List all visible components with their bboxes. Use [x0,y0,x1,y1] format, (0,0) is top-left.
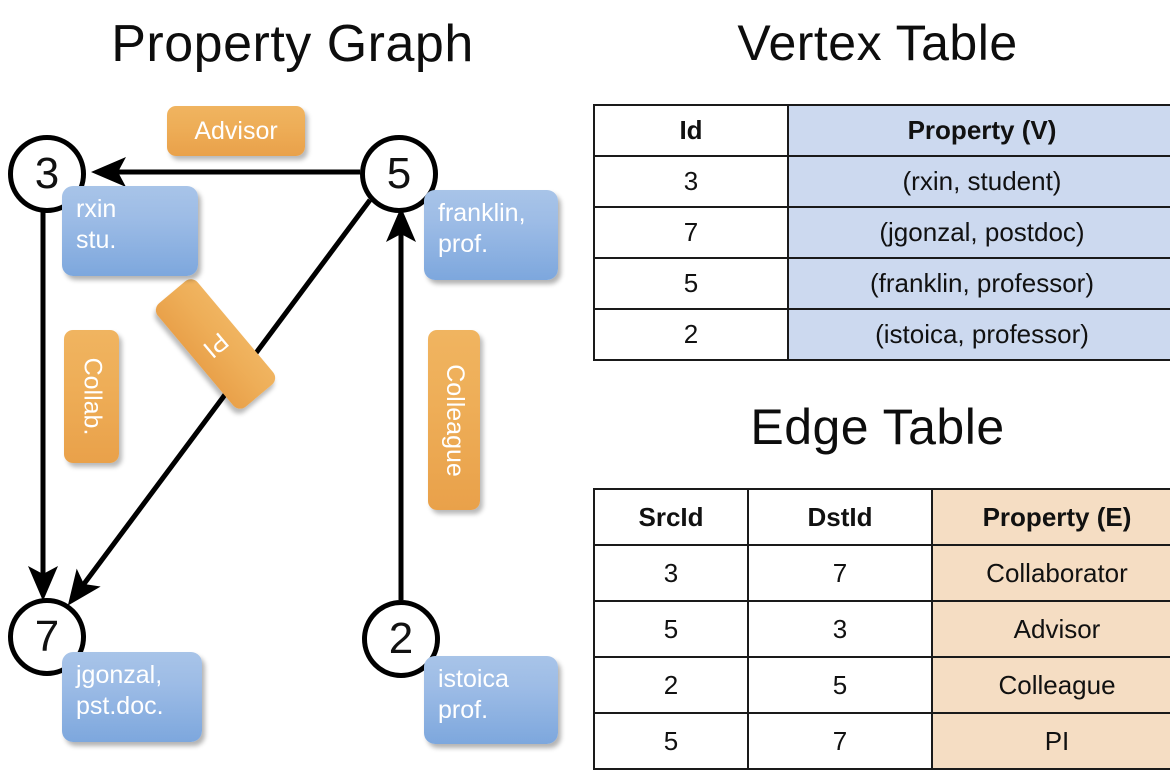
table-row: 2 5 Colleague [593,656,1170,714]
edge-cell-property: Colleague [931,656,1170,714]
vertex-cell-id: 7 [593,206,789,259]
property-graph-title: Property Graph [111,15,474,73]
table-row: 5 (franklin, professor) [593,257,1170,310]
edge-cell-srcid: 5 [593,712,749,770]
edge-label-advisor[interactable]: Advisor [167,106,305,156]
vertex-property-2-line2: prof. [438,696,489,725]
vertex-cell-property: (franklin, professor) [787,257,1170,310]
edge-table-header-srcid: SrcId [593,488,749,546]
graph-vertex-7-label: 7 [34,612,60,661]
vertex-property-5-line2: prof. [438,230,489,259]
edge-cell-property: Advisor [931,600,1170,658]
edge-cell-dstid: 7 [747,544,933,602]
edge-cell-dstid: 3 [747,600,933,658]
vertex-cell-property: (jgonzal, postdoc) [787,206,1170,259]
edge-label-advisor-text: Advisor [194,116,278,145]
edge-table: SrcId DstId Property (E) 3 7 Collaborato… [593,488,1170,770]
edge-label-colleague[interactable]: Colleague [428,330,480,510]
vertex-table: Id Property (V) 3 (rxin, student) 7 (jgo… [593,104,1170,361]
edge-label-pi-text: PI [197,326,234,363]
edge-table-title: Edge Table [750,399,1005,455]
table-row: 7 (jgonzal, postdoc) [593,206,1170,259]
vertex-property-box-5[interactable]: franklin, prof. [424,190,558,280]
graph-vertex-2-label: 2 [388,614,414,663]
table-row: 3 7 Collaborator [593,544,1170,602]
edge-label-collab[interactable]: Collab. [64,330,119,463]
vertex-property-7-line1: jgonzal, [76,661,163,689]
edge-table-header-dstid: DstId [747,488,933,546]
edge-table-header-row: SrcId DstId Property (E) [593,488,1170,546]
vertex-property-2-line1: istoica [438,665,509,693]
vertex-cell-id: 3 [593,155,789,208]
vertex-table-header-row: Id Property (V) [593,104,1170,157]
edge-cell-dstid: 5 [747,656,933,714]
edge-cell-property: PI [931,712,1170,770]
vertex-property-7-line2: pst.doc. [76,692,164,721]
graph-vertex-3-label: 3 [34,149,60,198]
edge-5-to-7 [67,198,373,606]
edge-label-colleague-text: Colleague [440,363,469,477]
vertex-cell-property: (rxin, student) [787,155,1170,208]
edge-cell-srcid: 3 [593,544,749,602]
vertex-property-box-7[interactable]: jgonzal, pst.doc. [62,652,202,742]
edge-cell-srcid: 5 [593,600,749,658]
vertex-property-box-2[interactable]: istoica prof. [424,656,558,744]
vertex-table-title: Vertex Table [737,15,1018,71]
graph-vertex-2[interactable]: 2 [362,600,440,678]
edge-cell-srcid: 2 [593,656,749,714]
edge-cell-property: Collaborator [931,544,1170,602]
edge-label-collab-text: Collab. [78,357,107,436]
edge-cell-dstid: 7 [747,712,933,770]
graph-vertex-5-label: 5 [386,149,412,198]
edge-table-header-property: Property (E) [931,488,1170,546]
vertex-cell-property: (istoica, professor) [787,308,1170,361]
table-row: 2 (istoica, professor) [593,308,1170,361]
table-row: 5 7 PI [593,712,1170,770]
vertex-property-box-3[interactable]: rxin stu. [62,186,198,276]
vertex-cell-id: 5 [593,257,789,310]
vertex-table-header-id: Id [593,104,789,157]
graph-edges-canvas [28,157,416,606]
vertex-cell-id: 2 [593,308,789,361]
vertex-property-5-line1: franklin, [438,199,526,227]
table-row: 3 (rxin, student) [593,155,1170,208]
table-row: 5 3 Advisor [593,600,1170,658]
vertex-property-3-line1: rxin [76,195,117,223]
vertex-table-header-property: Property (V) [787,104,1170,157]
vertex-property-3-line2: stu. [76,226,117,255]
